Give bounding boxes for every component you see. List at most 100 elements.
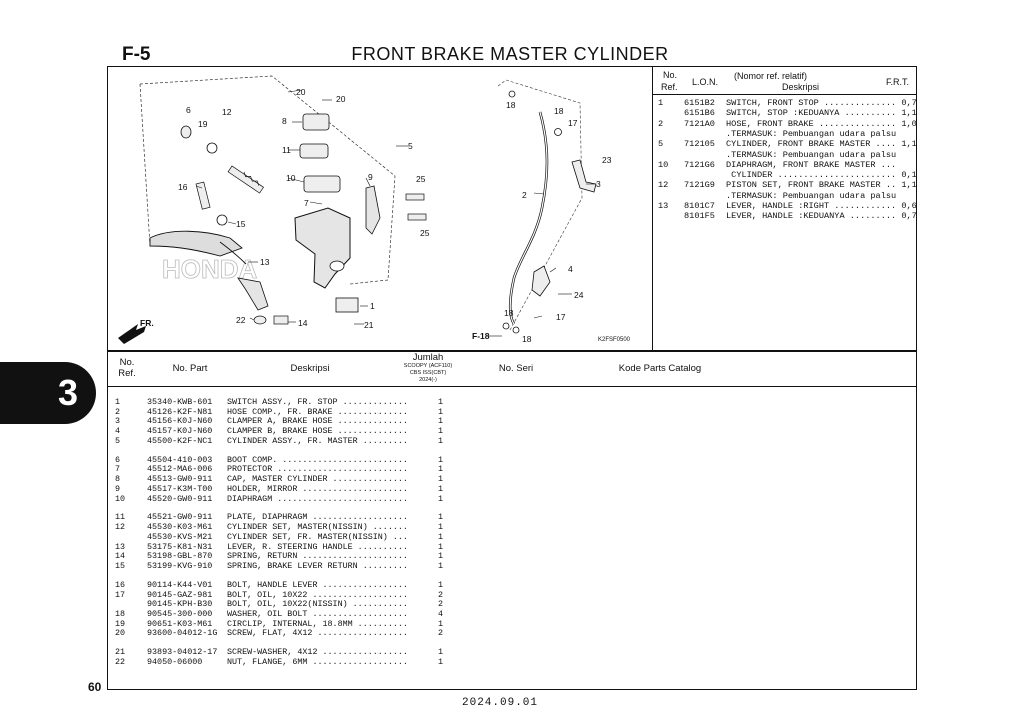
frt-lon: 7121G6 (684, 159, 715, 170)
right-table-header-divider (653, 94, 916, 95)
part-number: 45521-GW0-911 (147, 512, 213, 523)
callout-25a: 25 (416, 174, 426, 184)
part-ref: 3 (115, 416, 121, 427)
part-number: 53175-K81-N31 (147, 541, 213, 552)
part-quantity: 1 (437, 474, 443, 485)
frt-lon: 7121A0 (684, 118, 715, 129)
part-ref: 2 (115, 406, 121, 417)
part-number: 93600-04012-1G (147, 628, 218, 639)
front-arrow-icon (118, 324, 146, 344)
part-description: SPRING, RETURN ..................... (227, 551, 408, 562)
part-ref: 9 (115, 483, 121, 494)
part-description: CIRCLIP, INTERNAL, 18.8MM .......... (227, 618, 408, 629)
part-description: CAP, MASTER CYLINDER ............... (227, 474, 408, 485)
image-code: K2FSF0500 (598, 337, 631, 343)
frt-lon: 6151B2 (684, 98, 715, 108)
part-quantity: 1 (437, 464, 443, 475)
part-quantity: 1 (437, 512, 443, 523)
part-quantity: 1 (437, 416, 443, 427)
frt-desc: .TERMASUK: Pembuangan udara palsu (726, 149, 897, 160)
bt-header-qty-sub3: 2024(-) (419, 377, 437, 383)
bt-header-qty-sub2: CBS ISS(CBT) (409, 370, 447, 376)
bt-header-qty-sub1: SCOOPY (ACF110) (403, 363, 453, 369)
bt-header-part: No. Part (172, 363, 208, 374)
part-description: NUT, FLANGE, 6MM ................... (227, 656, 408, 667)
part-ref: 19 (115, 618, 126, 629)
frt-desc: SWITCH, FRONT STOP .............. 0,7 (726, 98, 917, 108)
callout-6: 6 (186, 105, 191, 115)
part-description: LEVER, R. STEERING HANDLE .......... (227, 541, 408, 552)
part-ref: 5 (115, 435, 121, 446)
callout-18c: 18 (504, 308, 514, 318)
part-number: 90114-K44-V01 (147, 579, 213, 590)
part-quantity: 1 (437, 541, 443, 552)
frt-ref: 13 (658, 201, 669, 211)
callout-13: 13 (260, 257, 270, 267)
callout-19: 19 (198, 119, 208, 129)
part-description: PLATE, DIAPHRAGM ................... (227, 512, 408, 523)
chapter-tab: 3 (0, 362, 96, 424)
part-quantity: 1 (437, 551, 443, 562)
callout-11: 11 (282, 145, 291, 155)
rt-header-lon: L.O.N. (692, 77, 719, 87)
part-number: 45126-K2F-N81 (147, 406, 213, 417)
part-ref: 13 (115, 541, 126, 552)
callout-12: 12 (222, 107, 232, 117)
callout-8: 8 (282, 116, 287, 126)
part-number: 90651-K03-M61 (147, 618, 213, 629)
page-title: FRONT BRAKE MASTER CYLINDER (351, 44, 669, 64)
frt-desc: .TERMASUK: Pembuangan udara palsu (726, 190, 897, 201)
divider-vertical (652, 66, 653, 351)
bt-header-qty: Jumlah (412, 352, 444, 363)
part-number: 45530-K03-M61 (147, 522, 213, 533)
part-ref: 8 (115, 474, 121, 485)
divider-column-header (107, 386, 917, 387)
frt-row: .TERMASUK: Pembuangan udara palsu (658, 129, 896, 139)
part-number: 93893-04012-17 (147, 647, 218, 658)
callout-7: 7 (304, 198, 309, 208)
callout-21: 21 (364, 320, 374, 330)
part-number: 45504-410-003 (147, 454, 213, 465)
part-quantity: 1 (437, 522, 443, 533)
rt-header-desc-sub: (Nomor ref. relatif) (734, 71, 808, 81)
callout-23: 23 (602, 155, 612, 165)
part-description: CLAMPER A, BRAKE HOSE .............. (227, 416, 408, 427)
part-number: 45500-K2F-NC1 (147, 435, 213, 446)
part-quantity: 1 (437, 560, 443, 571)
part-description: SPRING, BRAKE LEVER RETURN ......... (227, 560, 408, 571)
part-quantity: 1 (437, 618, 443, 629)
part-number: 45512-MA6-006 (147, 464, 213, 475)
part-description: BOLT, OIL, 10X22 ................... (227, 589, 408, 600)
frt-ref: 12 (658, 180, 669, 191)
part-quantity: 1 (437, 647, 443, 658)
bt-header-no: No. (119, 357, 135, 368)
frt-desc: SWITCH, STOP :KEDUANYA .......... 1,1 (726, 108, 917, 119)
frt-row: .TERMASUK: Pembuangan udara palsu (658, 191, 896, 201)
part-ref: 21 (115, 647, 126, 658)
frt-lon: 8101F5 (684, 211, 715, 222)
frt-ref: 5 (658, 139, 664, 150)
callout-20b: 20 (336, 94, 346, 104)
callout-25b: 25 (420, 228, 430, 238)
part-number: 45530-KVS-M21 (147, 531, 213, 542)
part-quantity: 1 (437, 397, 443, 407)
callout-17b: 17 (556, 312, 566, 322)
frt-lon: 712105 (684, 139, 715, 150)
callout-18d: 18 (522, 334, 532, 344)
frt-ref: 2 (658, 118, 664, 129)
callout-17a: 17 (568, 118, 578, 128)
part-ref: 15 (115, 560, 126, 571)
catalog-frame (107, 66, 917, 690)
